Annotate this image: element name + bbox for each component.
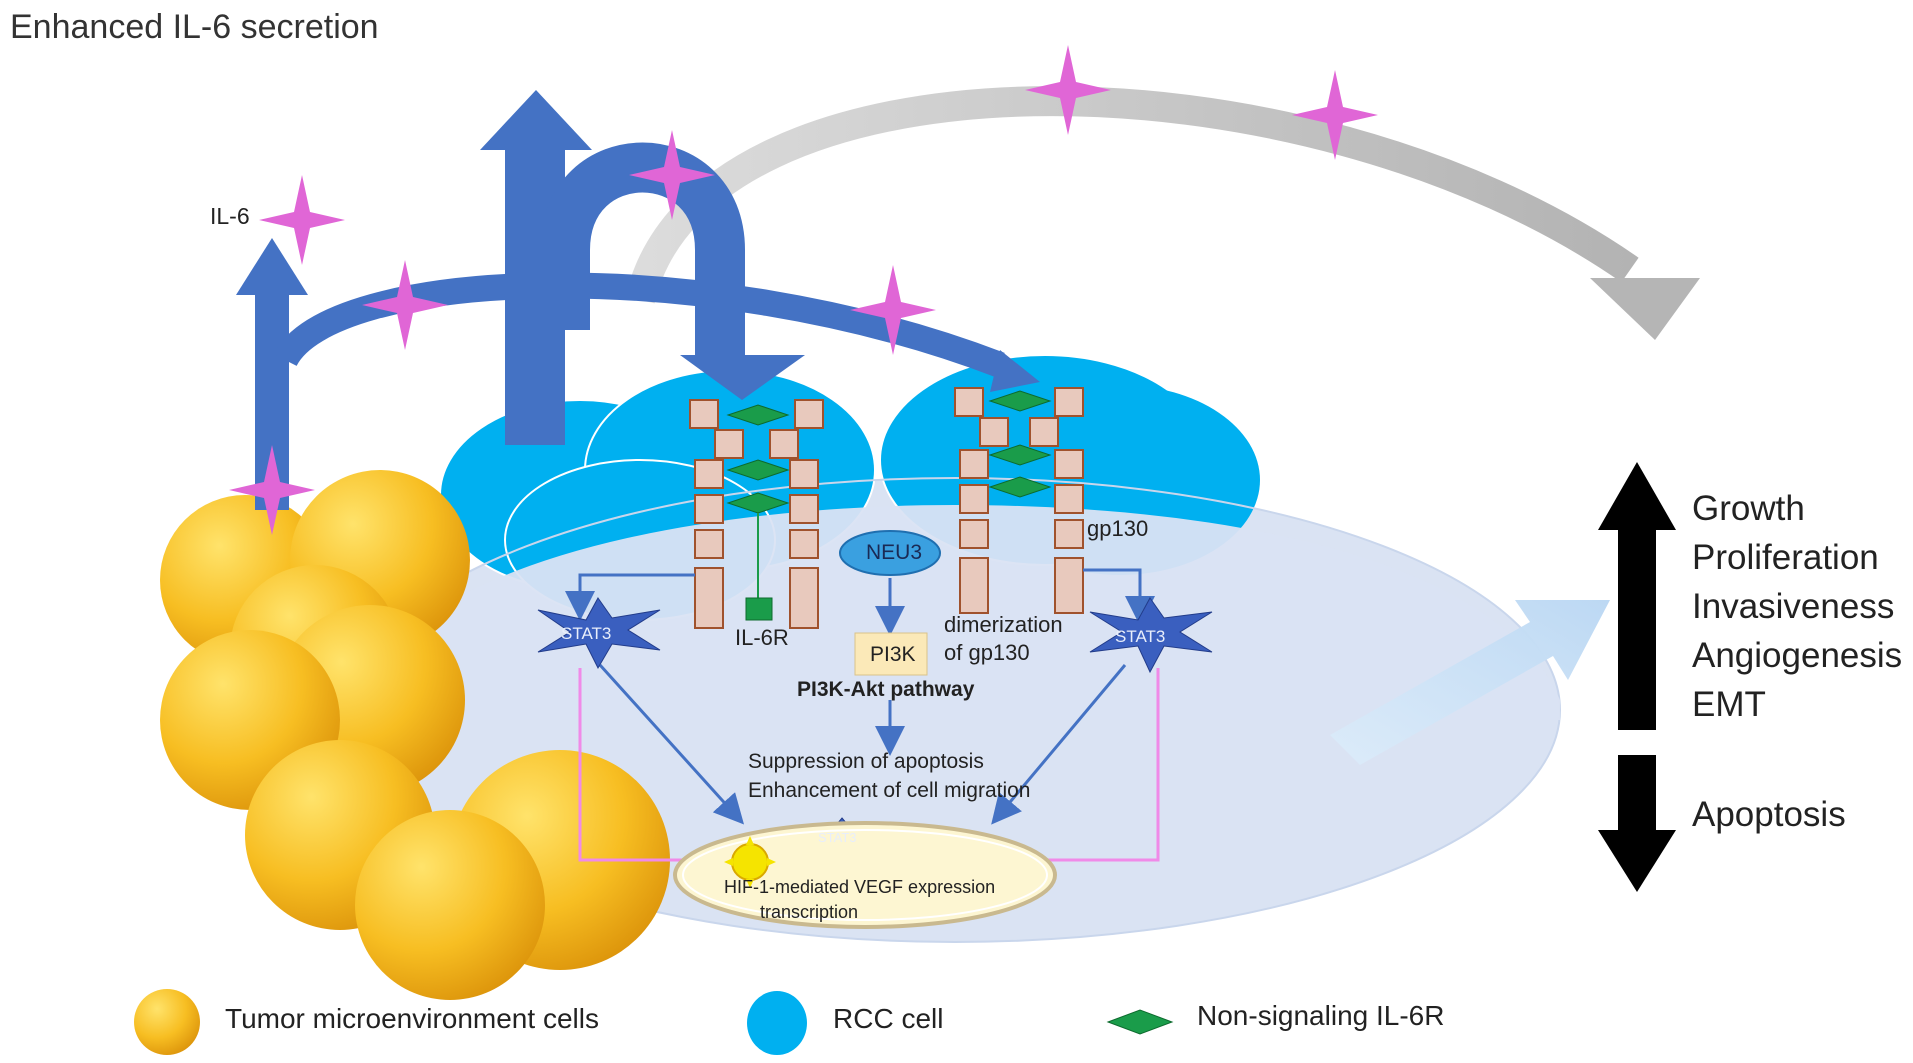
hif1-sun-icon — [724, 836, 776, 888]
outcome-proliferation: Proliferation — [1692, 538, 1879, 577]
dimerization-label-2: of gp130 — [944, 640, 1030, 665]
il6-label: IL-6 — [210, 203, 250, 229]
outcome-invasiveness: Invasiveness — [1692, 587, 1895, 626]
pi3k-box — [854, 632, 928, 676]
outcome-emt: EMT — [1692, 685, 1766, 724]
il6r-label: IL-6R — [735, 625, 789, 650]
pi3k-label: PI3K — [870, 643, 916, 666]
neu3-node — [839, 530, 941, 576]
il6r-anchor — [745, 597, 773, 621]
outcome-arrows — [1598, 462, 1676, 892]
stat3-nucleus-label: STAT3 — [818, 830, 857, 845]
legend-rcc-icon — [747, 991, 807, 1055]
nucleus — [673, 821, 1057, 929]
il6-molecules — [229, 45, 1378, 535]
non-signaling-il6r-diamonds — [726, 390, 1052, 514]
nucleus-label-2: transcription — [760, 902, 859, 922]
stat3-right-label: STAT3 — [1115, 627, 1166, 646]
legend-tme-icon — [134, 989, 200, 1055]
stat3-left-label: STAT3 — [561, 624, 612, 643]
legend-il6r-label: Non-signaling IL-6R — [1197, 1000, 1445, 1031]
tumor-microenvironment-cells — [160, 470, 670, 1000]
enhancement-label: Enhancement of cell migration — [748, 779, 1031, 802]
diagram-title: Enhanced IL-6 secretion — [10, 8, 379, 46]
pi3k-pathway-label: PI3K-Akt pathway — [797, 678, 975, 701]
legend-tme-label: Tumor microenvironment cells — [225, 1003, 599, 1034]
outcome-angiogenesis: Angiogenesis — [1692, 636, 1903, 675]
suppression-label: Suppression of apoptosis — [748, 750, 984, 773]
outcome-growth: Growth — [1692, 489, 1805, 528]
outcome-apoptosis: Apoptosis — [1692, 795, 1846, 834]
gp130-label: gp130 — [1087, 516, 1149, 541]
signaling-arrows — [565, 568, 1155, 825]
legend-rcc-label: RCC cell — [833, 1003, 944, 1034]
receptor-complex-right — [954, 387, 1084, 614]
dimerization-label-1: dimerization — [944, 612, 1063, 637]
legend-il6r-icon — [1106, 1009, 1174, 1035]
il6-secretion-arrows — [236, 90, 1040, 510]
outcome-pointer-arrow — [1330, 600, 1610, 765]
receptor-complex-left — [689, 399, 824, 629]
neu3-label: NEU3 — [866, 541, 923, 564]
nucleus-label-1: HIF-1-mediated VEGF expression — [724, 877, 996, 897]
